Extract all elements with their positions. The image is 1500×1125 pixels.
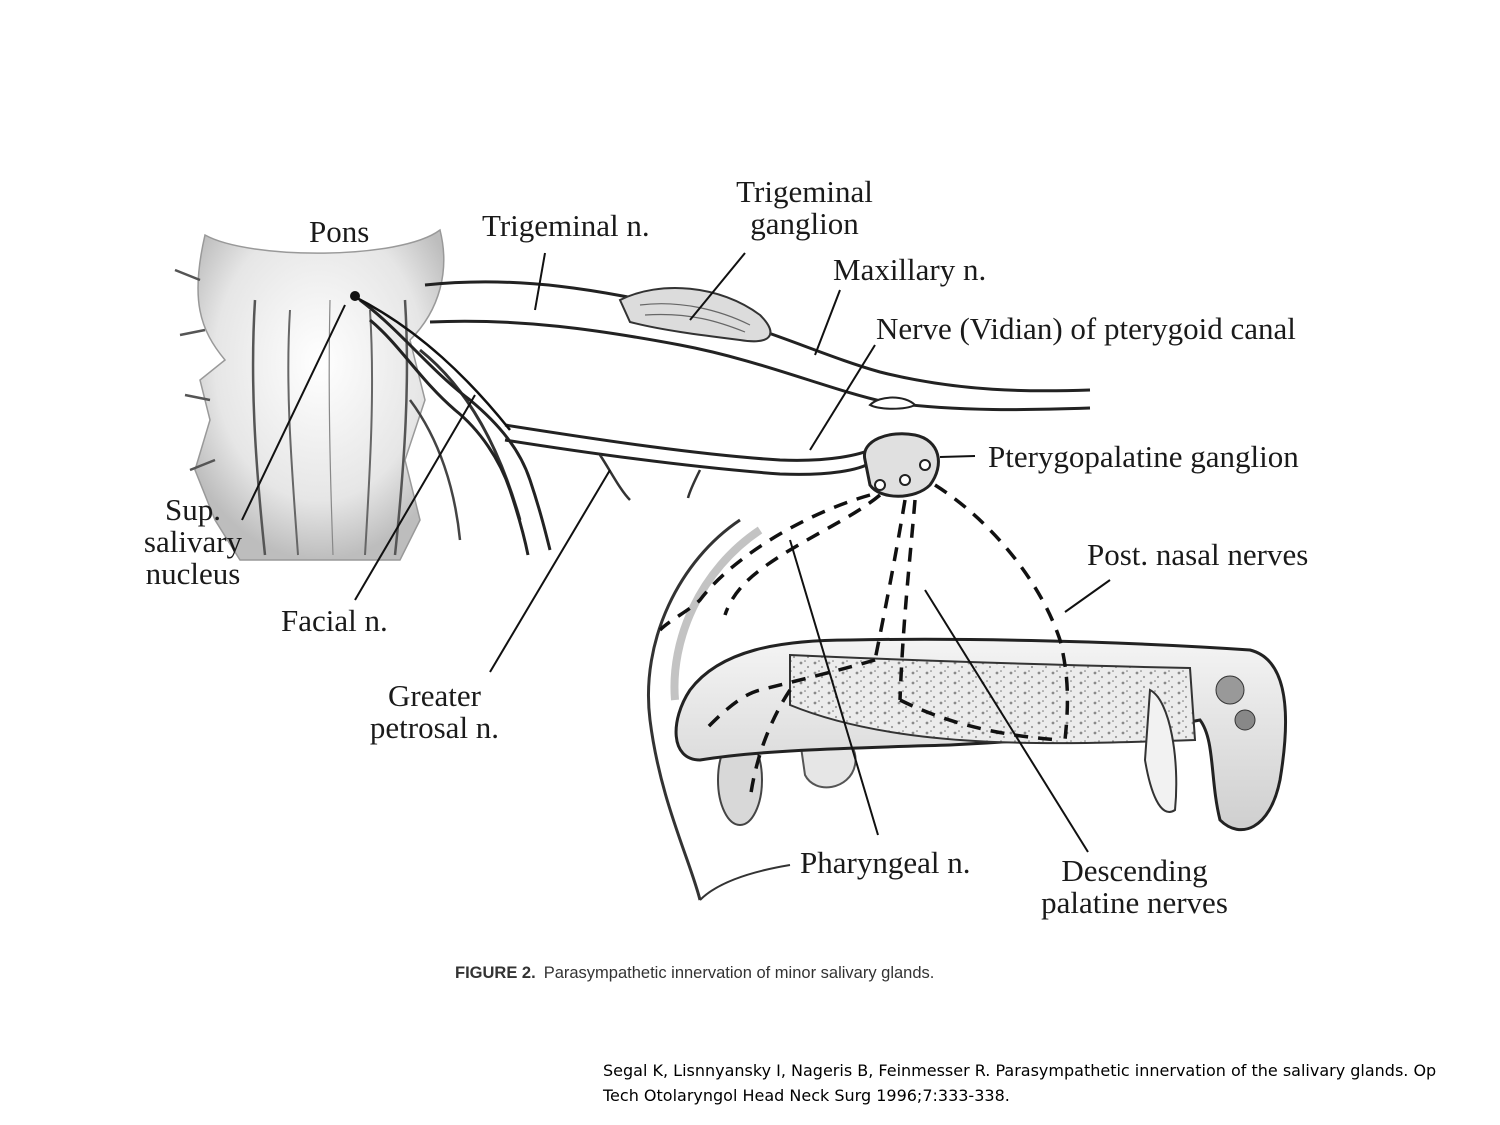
greater-petrosal-nerve: [504, 423, 876, 501]
label-trigeminal-ganglion-line2: ganglion: [750, 206, 859, 241]
leader-lines: [241, 252, 1111, 853]
salivary-nucleus-dot: [350, 291, 360, 301]
label-vidian-nerve: Nerve (Vidian) of pterygoid canal: [876, 311, 1296, 346]
label-greater-petrosal-n: Greater petrosal n.: [352, 680, 517, 744]
label-pharyngeal-n: Pharyngeal n.: [800, 845, 971, 880]
citation-line-1: Segal K, Lisnnyansky I, Nageris B, Feinm…: [603, 1061, 1437, 1080]
label-sup-salivary-nucleus: Sup. salivary nucleus: [133, 494, 253, 590]
salivary-nucleus-pathway: [354, 295, 511, 431]
label-descending-line1: Descending: [1061, 853, 1208, 888]
citation-line-2: Tech Otolaryngol Head Neck Surg 1996;7:3…: [603, 1086, 1010, 1105]
label-greater-petrosal-line2: petrosal n.: [369, 710, 500, 745]
figure-caption: FIGURE 2. Parasympathetic innervation of …: [455, 964, 934, 983]
citation: Segal K, Lisnnyansky I, Nageris B, Feinm…: [603, 1058, 1483, 1108]
pterygopalatine-ganglion: [863, 432, 940, 498]
label-facial-n: Facial n.: [281, 603, 388, 638]
label-descending-line2: palatine nerves: [1041, 885, 1228, 920]
figure-number: FIGURE 2.: [455, 964, 536, 982]
figure-caption-text: Parasympathetic innervation of minor sal…: [543, 964, 935, 982]
label-pons: Pons: [309, 214, 370, 249]
label-sup-line2: salivary: [143, 524, 243, 559]
label-greater-petrosal-line1: Greater: [388, 678, 481, 713]
label-post-nasal-nerves: Post. nasal nerves: [1087, 537, 1309, 572]
label-sup-line3: nucleus: [145, 556, 241, 591]
label-sup-line1: Sup.: [165, 492, 221, 527]
label-descending-palatine-nerves: Descending palatine nerves: [1022, 855, 1247, 919]
postganglionic-nerves-dashed: [658, 483, 1070, 801]
label-trigeminal-ganglion: Trigeminal ganglion: [722, 176, 887, 240]
label-maxillary-n: Maxillary n.: [833, 252, 987, 287]
label-trigeminal-ganglion-line1: Trigeminal: [736, 174, 873, 209]
facial-nerve: [359, 298, 552, 556]
label-trigeminal-n: Trigeminal n.: [482, 208, 650, 243]
label-pterygopalatine-ganglion: Pterygopalatine ganglion: [988, 439, 1299, 474]
